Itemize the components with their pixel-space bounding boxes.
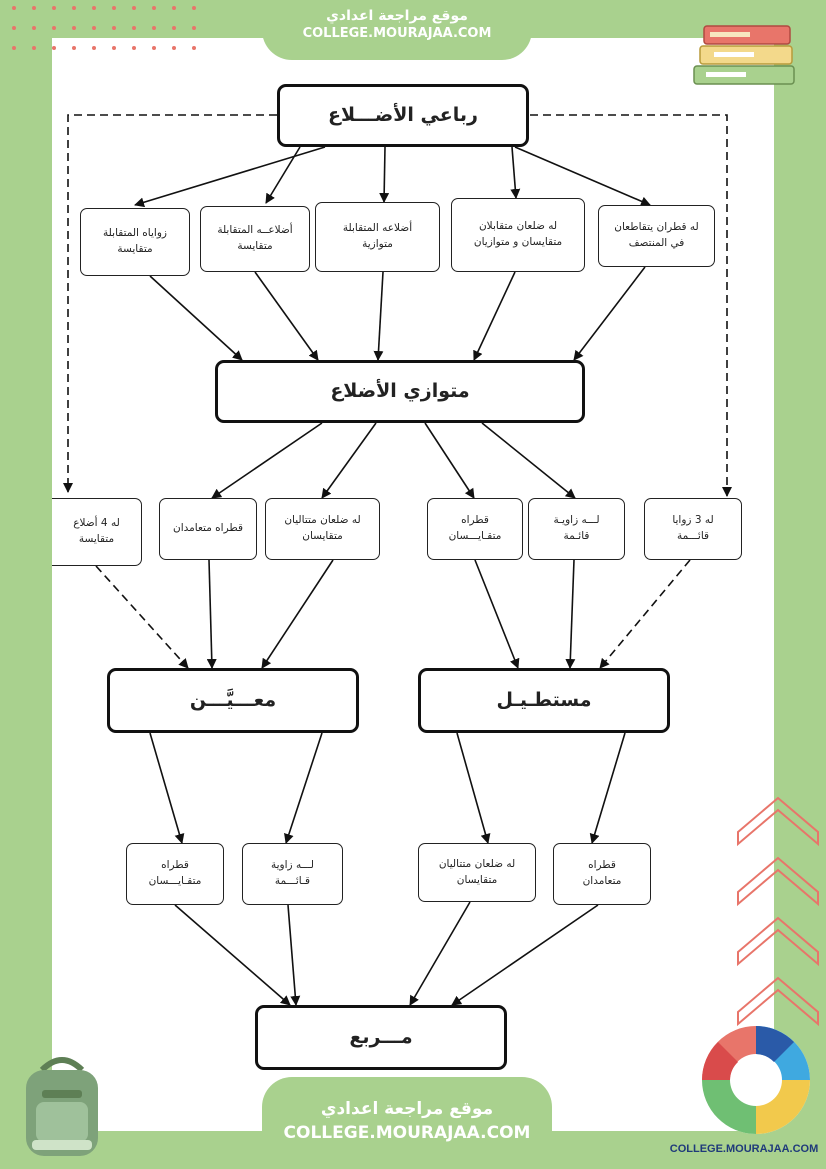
condition-opposite-sides-parallel: أضلاعه المتقابلة متوازية [315,202,440,272]
frame-right [774,0,826,1169]
condition-opposite-angles-equal: زواياه المتقابلة متقايسة [80,208,190,276]
footer-site-name: موقع مراجعة اعدادي [320,1099,494,1119]
condition-opposite-sides-equal-parallel: له ضلعان متقابلان متقايسان و متوازيان [451,198,585,272]
condition-square-equal-diagonals: قطراه متقـايـــسان [126,843,224,905]
node-quadrilateral: رباعي الأضـــلاع [277,84,529,147]
condition-label: أضلاعه المتقابلة متوازية [342,222,413,250]
condition-four-equal-sides: له 4 أضلاع متقايسة [52,498,142,566]
condition-three-right-angles: له 3 زوايا قائـــمة [644,498,742,560]
header-tab: موقع مراجعة اعدادي COLLEGE.MOURAJAA.COM [262,0,532,60]
node-rhombus-label: معـــيَّـــن [189,689,277,712]
dots-decoration [12,6,196,50]
condition-label: له ضلعان متتاليان متقايسان [438,857,516,886]
node-parallelogram: متوازي الأضلاع [215,360,585,423]
condition-equal-diagonals: قطراه متقـايـــسان [427,498,523,560]
condition-label: له ضلعان متتاليان متقايسان [284,514,361,542]
condition-opposite-sides-equal: أضلاعــه المتقابلة متقايسة [200,206,310,272]
condition-label: له 4 أضلاع متقايسة [73,517,120,545]
condition-square-adjacent-sides-equal: له ضلعان متتاليان متقايسان [418,843,536,902]
books-icon [693,25,795,85]
frame-left [0,0,52,1169]
condition-diagonals-bisect: له قطران يتقاطعان في المنتصف [598,205,715,267]
condition-label: قطراه متقـايـــسان [448,514,502,542]
node-rectangle: مستطـيـل [418,668,670,733]
condition-label: له 3 زوايا قائـــمة [672,514,714,542]
condition-label: قطراه متقـايـــسان [148,859,202,887]
condition-square-right-angle: لـــه زاوية قـائـــمة [242,843,343,905]
node-rhombus: معـــيَّـــن [107,668,359,733]
node-quadrilateral-label: رباعي الأضـــلاع [328,104,478,127]
subjects-wheel-icon [702,1026,810,1134]
watermark-url[interactable]: COLLEGE.MOURAJAA.COM [669,1143,819,1155]
condition-label: له ضلعان متقابلان متقايسان و متوازيان [473,220,563,248]
chevron-decoration-icon [737,796,819,1027]
backpack-icon [26,1057,98,1156]
condition-one-right-angle: لـــه زاويـة قائـمة [528,498,625,560]
header-site-url[interactable]: COLLEGE.MOURAJAA.COM [302,26,492,41]
node-parallelogram-label: متوازي الأضلاع [330,380,470,403]
node-rectangle-label: مستطـيـل [496,689,592,712]
node-square: مـــربع [255,1005,507,1070]
condition-square-perpendicular-diagonals: قطراه متعامدان [553,843,651,905]
condition-label: قطراه متعامدان [582,859,622,887]
condition-label: قطراه متعامدان [173,522,244,535]
header-site-name: موقع مراجعة اعدادي [326,8,468,24]
condition-label: لـــه زاويـة قائـمة [553,514,600,542]
condition-label: زواياه المتقابلة متقايسة [103,227,167,255]
condition-label: له قطران يتقاطعان في المنتصف [614,221,699,249]
condition-label: أضلاعــه المتقابلة متقايسة [217,224,293,252]
footer-site-url[interactable]: COLLEGE.MOURAJAA.COM [283,1123,531,1143]
footer-tab: موقع مراجعة اعدادي COLLEGE.MOURAJAA.COM [262,1077,552,1169]
condition-label: لـــه زاوية قـائـــمة [271,859,315,887]
node-square-label: مـــربع [349,1026,413,1049]
condition-perpendicular-diagonals: قطراه متعامدان [159,498,257,560]
condition-adjacent-sides-equal: له ضلعان متتاليان متقايسان [265,498,380,560]
